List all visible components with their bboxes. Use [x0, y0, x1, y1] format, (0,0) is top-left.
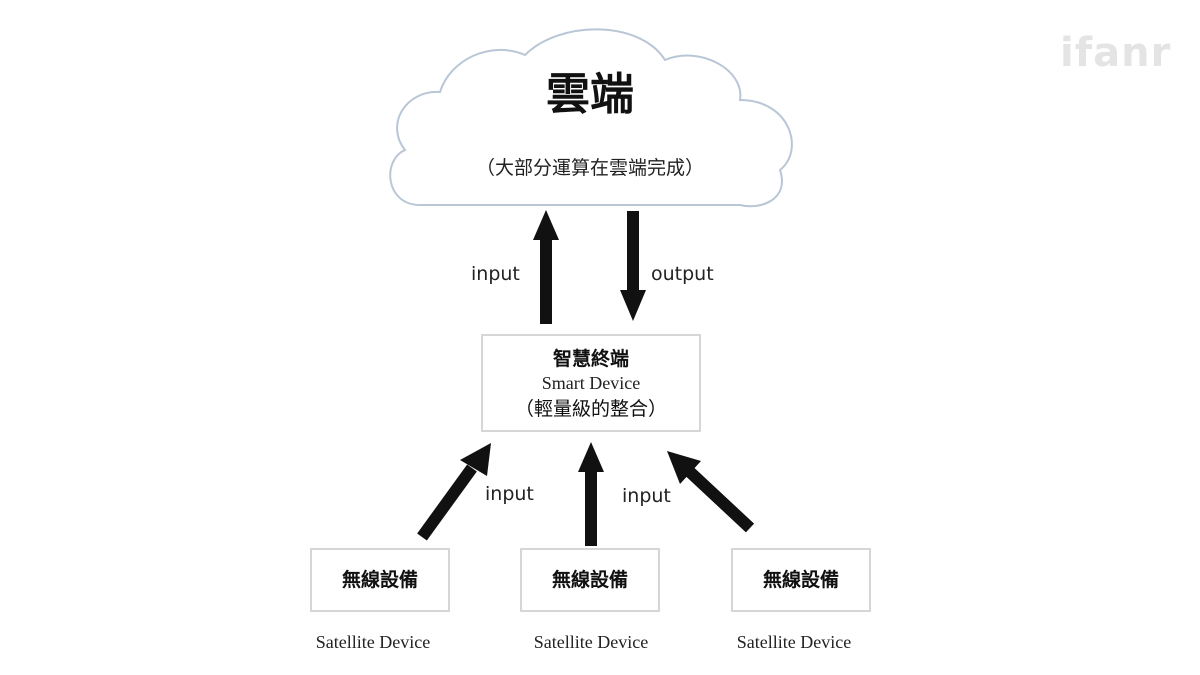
smart-device-note: （輕量級的整合）: [514, 398, 667, 420]
satellite-label-cn: 無線設備: [762, 569, 839, 591]
smart-device-title-en: Smart Device: [541, 373, 641, 393]
cloud-shape: [389, 28, 793, 208]
arrow-right-satellite: [667, 451, 755, 533]
arrow-left-satellite: [417, 443, 491, 541]
satellite-node-3: 無線設備: [731, 548, 871, 612]
smart-device-node: 智慧終端 Smart Device （輕量級的整合）: [481, 334, 701, 432]
arrow-input-to-cloud: [533, 210, 559, 324]
watermark-logo: ifanr: [1060, 30, 1172, 76]
cloud-note: （大部分運算在雲端完成）: [475, 157, 704, 179]
satellite-label-cn: 無線設備: [341, 569, 418, 591]
satellite-node-1: 無線設備: [310, 548, 450, 612]
satellite-node-2: 無線設備: [520, 548, 660, 612]
arrow-middle-satellite: [578, 442, 604, 546]
satellite-label-cn: 無線設備: [551, 569, 628, 591]
edge-label-left-input: input: [485, 483, 534, 505]
arrow-output-from-cloud: [620, 211, 646, 321]
smart-device-title-cn: 智慧終端: [552, 348, 629, 370]
satellite-label-en: Satellite Device: [736, 632, 852, 652]
edge-label-cloud-input: input: [471, 263, 520, 285]
edge-label-cloud-output: output: [651, 263, 714, 285]
satellite-label-en: Satellite Device: [533, 632, 649, 652]
satellite-label-en: Satellite Device: [315, 632, 431, 652]
cloud-title: 雲端: [546, 69, 634, 120]
edge-label-middle-input: input: [622, 485, 671, 507]
